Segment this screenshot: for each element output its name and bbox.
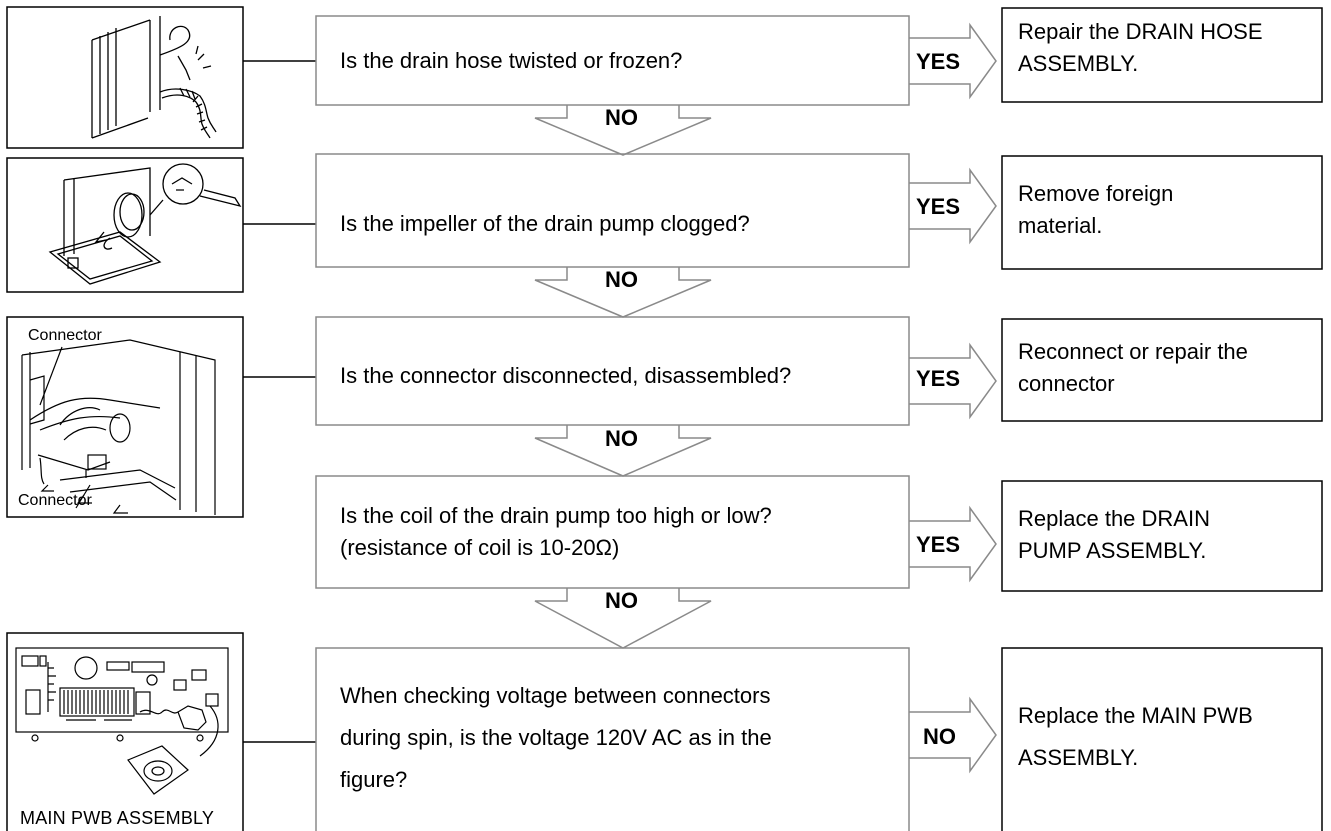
down-label-4: NO: [605, 588, 638, 613]
no-arrow-right-5: [909, 696, 997, 774]
question-box-5: [315, 647, 910, 831]
question-3-line-1: Is the connector disconnected, disassemb…: [340, 363, 792, 388]
action-box-2: [1001, 155, 1323, 270]
branch-label-4: YES: [916, 532, 961, 557]
image-frame-5: [6, 632, 244, 831]
action-2-line-2: material.: [1018, 213, 1103, 238]
action-3-line-1: Reconnect or repair the: [1018, 339, 1248, 364]
action-2-line-1: Remove foreign: [1018, 181, 1174, 206]
action-4-line-2: PUMP ASSEMBLY.: [1018, 538, 1207, 563]
action-3-line-2: connector: [1018, 371, 1115, 396]
yes-arrow-1: [909, 22, 997, 100]
branch-label-1: YES: [916, 49, 961, 74]
main-pwb-illustration: [15, 647, 229, 795]
question-5: When checking voltage between connectors…: [340, 675, 772, 801]
drain-pump-filter-illustration: [48, 163, 242, 285]
question-box-3: [315, 316, 910, 426]
action-5: Replace the MAIN PWB ASSEMBLY.: [1018, 695, 1253, 779]
main-pwb-caption: MAIN PWB ASSEMBLY: [20, 808, 215, 828]
connector-label-bottom: Connector: [18, 492, 92, 509]
yes-arrow-2: [909, 167, 997, 245]
question-1: Is the drain hose twisted or frozen?: [340, 45, 682, 77]
question-5-line-3: figure?: [340, 767, 408, 792]
down-label-3: NO: [605, 426, 638, 451]
question-4-line-2: (resistance of coil is 10-20Ω): [340, 535, 620, 560]
no-arrow-down-2: [534, 267, 712, 318]
branch-label-5: NO: [923, 724, 956, 749]
action-box-4: [1001, 480, 1323, 592]
question-2: Is the impeller of the drain pump clogge…: [340, 208, 750, 240]
question-4: Is the coil of the drain pump too high o…: [340, 500, 772, 564]
action-box-3: [1001, 318, 1323, 422]
no-arrow-down-3: [534, 425, 712, 477]
question-5-line-2: during spin, is the voltage 120V AC as i…: [340, 725, 772, 750]
question-2-line-1: Is the impeller of the drain pump clogge…: [340, 211, 750, 236]
action-2: Remove foreign material.: [1018, 178, 1173, 242]
question-4-line-1: Is the coil of the drain pump too high o…: [340, 503, 772, 528]
action-4: Replace the DRAIN PUMP ASSEMBLY.: [1018, 503, 1210, 567]
action-1-line-1: Repair the DRAIN HOSE: [1018, 19, 1263, 44]
branch-label-2: YES: [916, 194, 961, 219]
image-frame-2: [6, 157, 244, 293]
down-label-2: NO: [605, 267, 638, 292]
image-frame-1: [6, 6, 244, 149]
question-3: Is the connector disconnected, disassemb…: [340, 360, 791, 392]
branch-label-3: YES: [916, 366, 961, 391]
down-label-1: NO: [605, 105, 638, 130]
action-box-5: [1001, 647, 1323, 831]
action-1-line-2: ASSEMBLY.: [1018, 51, 1139, 76]
yes-arrow-3: [909, 342, 997, 420]
connector-label-top: Connector: [28, 327, 102, 344]
action-box-1: [1001, 7, 1323, 103]
action-4-line-1: Replace the DRAIN: [1018, 506, 1210, 531]
no-arrow-down-4: [534, 588, 712, 649]
yes-arrow-4: [909, 505, 997, 583]
drain-hose-illustration: [91, 16, 217, 139]
question-box-4: [315, 475, 910, 589]
image-frame-3: [6, 316, 244, 518]
question-box-1: [315, 15, 910, 106]
action-3: Reconnect or repair the connector: [1018, 336, 1248, 400]
question-5-line-1: When checking voltage between connectors: [340, 683, 771, 708]
action-5-line-2: ASSEMBLY.: [1018, 745, 1139, 770]
no-arrow-down-1: [534, 105, 712, 156]
action-1: Repair the DRAIN HOSE ASSEMBLY.: [1018, 16, 1263, 80]
action-5-line-1: Replace the MAIN PWB: [1018, 703, 1253, 728]
connector-illustration: [21, 339, 216, 515]
question-box-2: [315, 153, 910, 268]
question-1-line-1: Is the drain hose twisted or frozen?: [340, 48, 683, 73]
